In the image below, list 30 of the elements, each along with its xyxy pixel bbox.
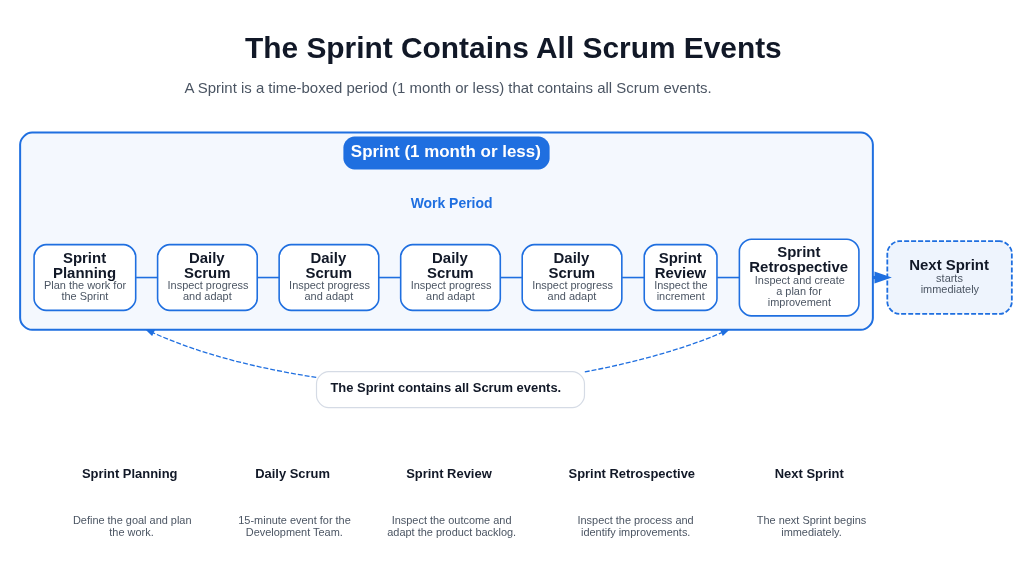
label: Sprint Planning <box>81 465 178 481</box>
arrow <box>144 329 317 378</box>
label: Daily Scrum <box>255 465 331 481</box>
connector <box>135 276 159 279</box>
node-box: Daily Scrum Inspect progress and adapt <box>278 243 380 312</box>
node-box: Sprint Planning Plan the work for the Sprint <box>33 243 137 312</box>
label: Sprint Review <box>406 465 492 481</box>
node-box: Next Sprint starts immediately <box>886 240 1013 315</box>
node-box: Sprint Review Inspect the increment <box>643 243 718 312</box>
diagram-title: The Sprint Contains All Scrum Events <box>245 30 782 64</box>
label: Inspect the process and identify improvements. <box>577 513 694 538</box>
label: 15-minute event for the Development Team. <box>238 513 351 538</box>
label: Inspect the outcome and adapt the product backlog. <box>387 513 517 538</box>
label: Sprint Retrospective <box>568 465 696 481</box>
node-box: Daily Scrum Inspect progress and adapt <box>399 243 502 312</box>
node-box: The Sprint contains all Scrum events. <box>315 371 586 409</box>
connector <box>378 276 402 279</box>
arrow <box>584 329 731 373</box>
connector <box>621 276 645 279</box>
node-box: Sprint Retrospective Inspect and create a plan for improvement <box>738 238 860 317</box>
label: Define the goal and plan the work. <box>72 513 192 538</box>
connector <box>256 276 280 279</box>
label: A Sprint is a time-boxed period (1 month or less) that contains all Scrum events. <box>184 79 712 97</box>
label: The next Sprint begins immediately. <box>756 513 867 538</box>
label: Next Sprint <box>774 465 844 481</box>
label: Work Period <box>410 195 493 212</box>
connector <box>499 276 523 279</box>
node-box: Daily Scrum Inspect progress and adapt <box>156 243 259 312</box>
connector <box>716 276 741 279</box>
node-box: Daily Scrum Inspect progress and adapt <box>521 243 623 312</box>
